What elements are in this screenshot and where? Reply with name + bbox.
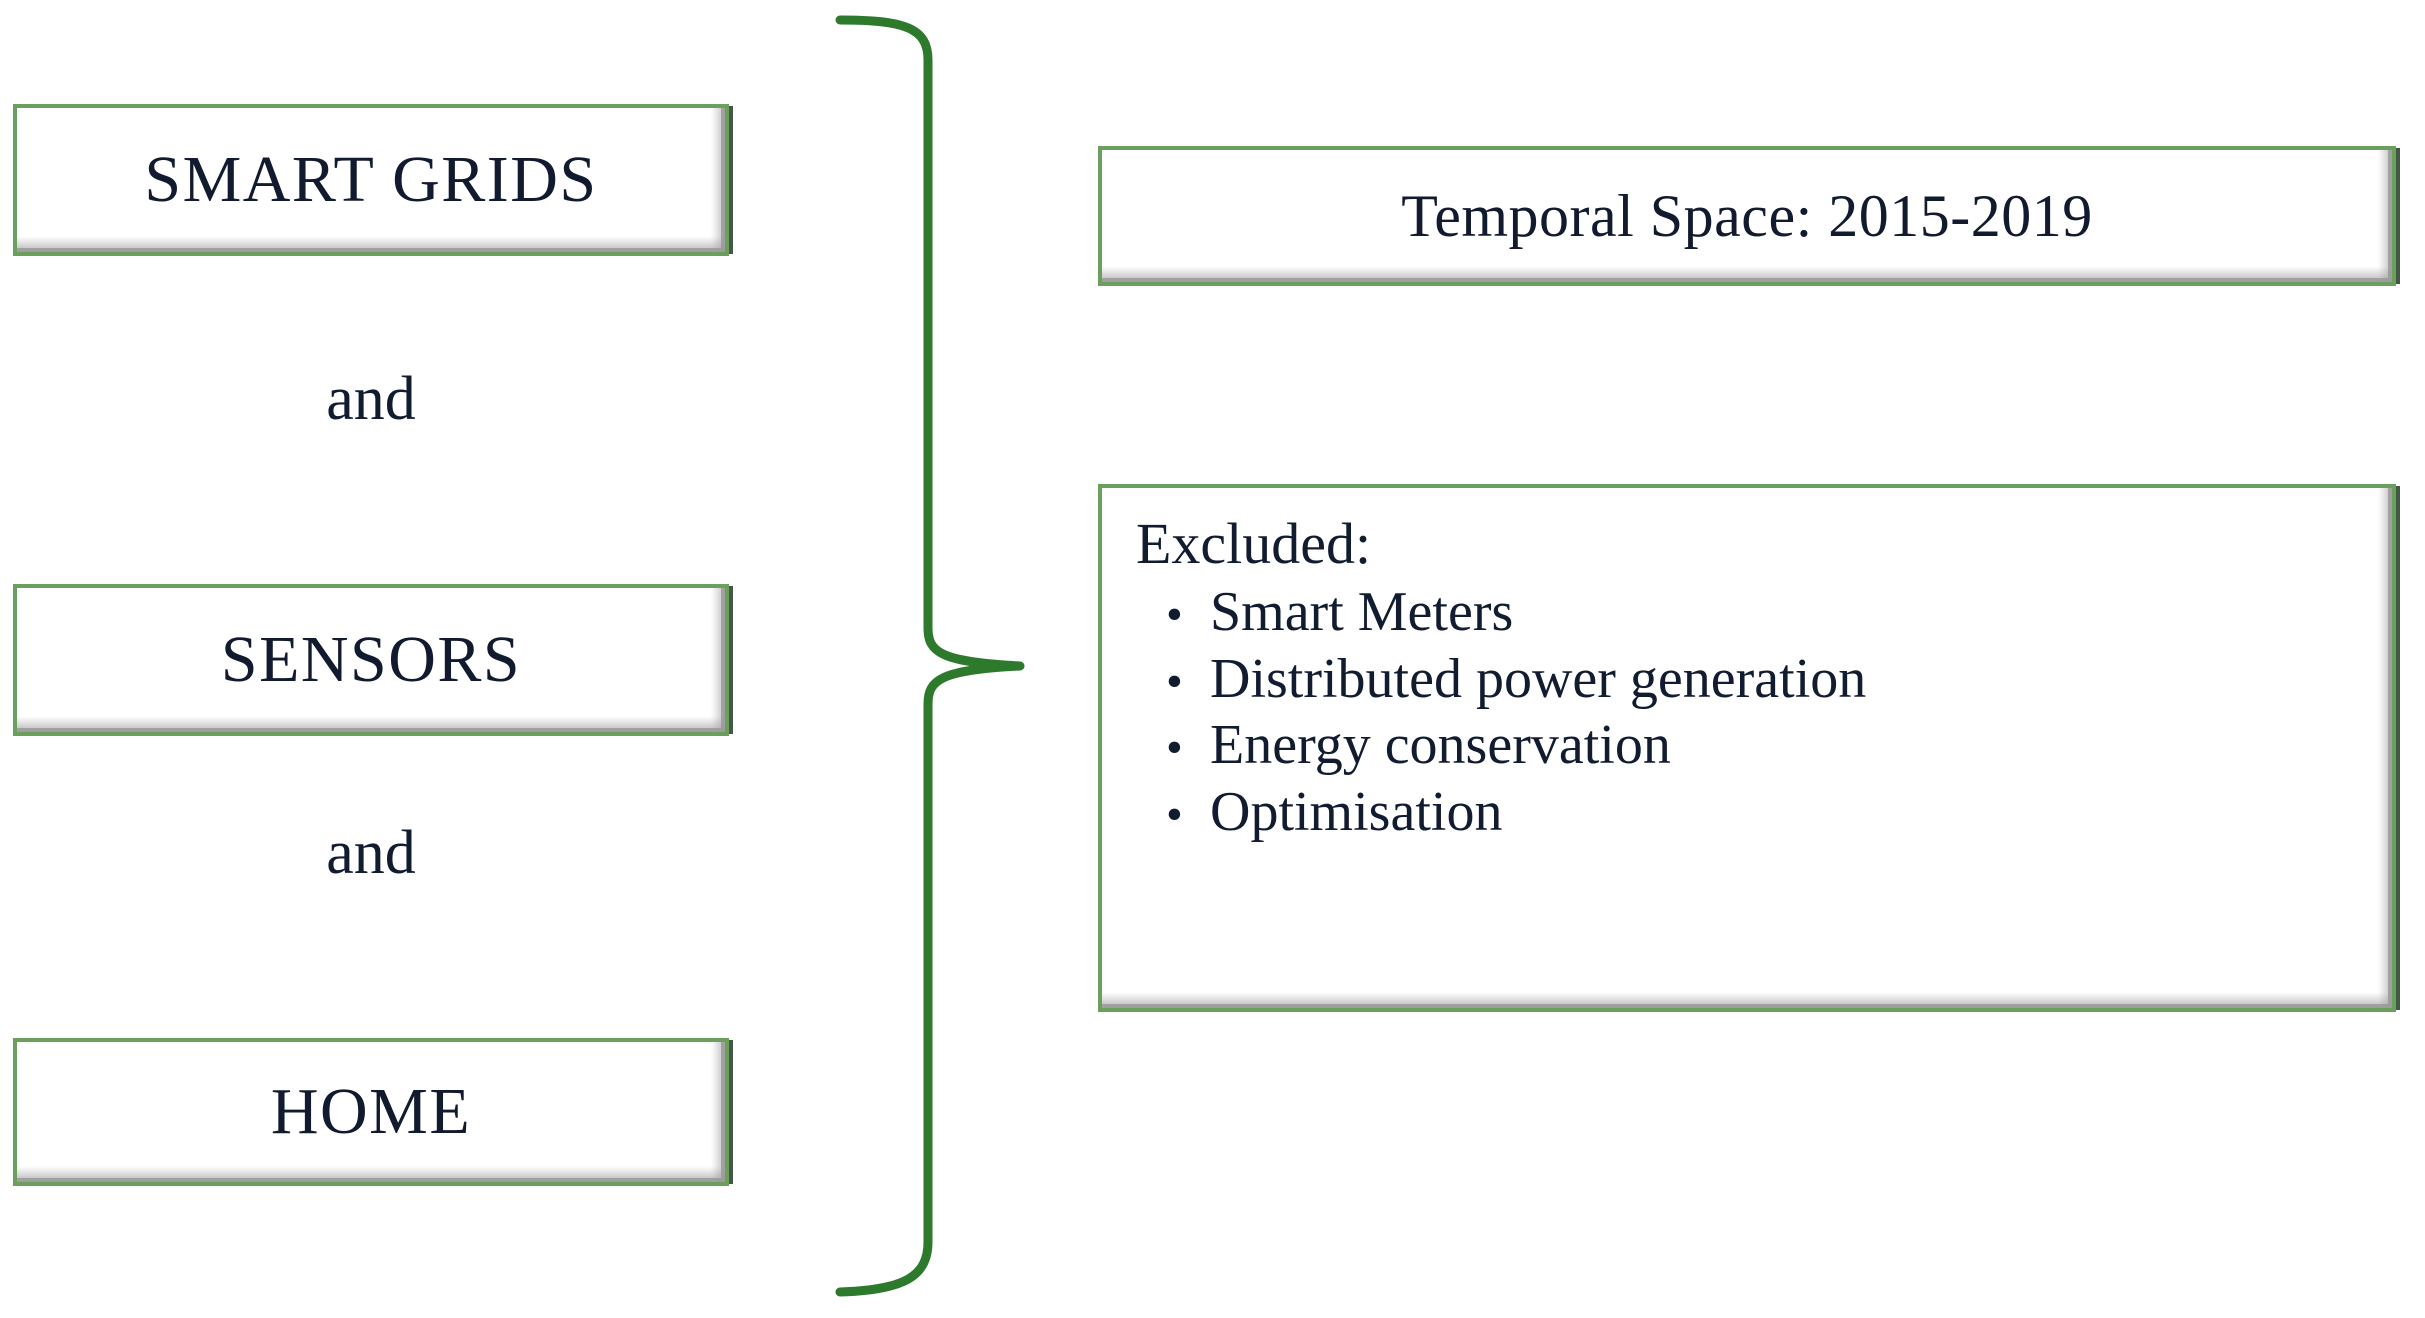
bullet-icon: •	[1166, 654, 1183, 708]
excluded-criteria-box: Excluded: • Smart Meters • Distributed p…	[1098, 484, 2396, 1012]
list-item: • Smart Meters	[1136, 581, 2362, 644]
connector-and-2: and	[326, 819, 416, 887]
list-item-label: Distributed power generation	[1210, 647, 1867, 710]
right-curly-brace-icon	[835, 15, 1025, 1297]
list-item-label: Optimisation	[1210, 781, 1503, 844]
list-item-label: Smart Meters	[1210, 580, 1514, 643]
term-label: SENSORS	[220, 623, 522, 696]
bullet-icon: •	[1166, 587, 1183, 641]
temporal-space-box: Temporal Space: 2015-2019	[1098, 146, 2396, 286]
excluded-list: • Smart Meters • Distributed power gener…	[1136, 581, 2362, 844]
term-box-sensors: SENSORS	[13, 584, 729, 736]
bullet-icon: •	[1166, 721, 1183, 775]
bullet-icon: •	[1166, 788, 1183, 842]
term-box-home: HOME	[13, 1038, 729, 1186]
term-label: HOME	[270, 1075, 472, 1148]
temporal-space-label: Temporal Space: 2015-2019	[1401, 183, 2093, 249]
list-item: • Distributed power generation	[1136, 648, 2362, 711]
list-item-label: Energy conservation	[1210, 714, 1671, 777]
excluded-title: Excluded:	[1136, 511, 1372, 576]
list-item: • Energy conservation	[1136, 714, 2362, 777]
list-item: • Optimisation	[1136, 781, 2362, 844]
connector-and-1: and	[326, 365, 416, 433]
term-box-smart-grids: SMART GRIDS	[13, 104, 729, 256]
term-label: SMART GRIDS	[144, 143, 598, 216]
